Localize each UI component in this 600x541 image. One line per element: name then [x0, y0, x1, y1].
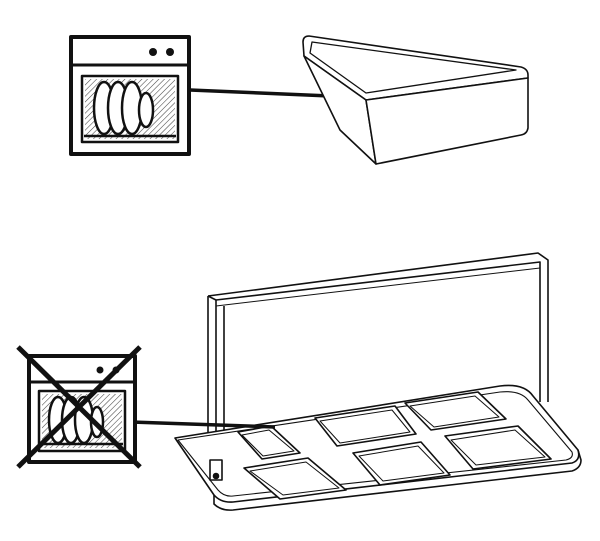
container-box-icon [302, 35, 529, 165]
pointer-line-top [189, 88, 331, 98]
pointer-line-bottom [130, 420, 276, 429]
tray-rack-icon [174, 252, 582, 511]
dishwasher-safe-icon [69, 35, 191, 156]
cross-out-mark [16, 345, 142, 469]
